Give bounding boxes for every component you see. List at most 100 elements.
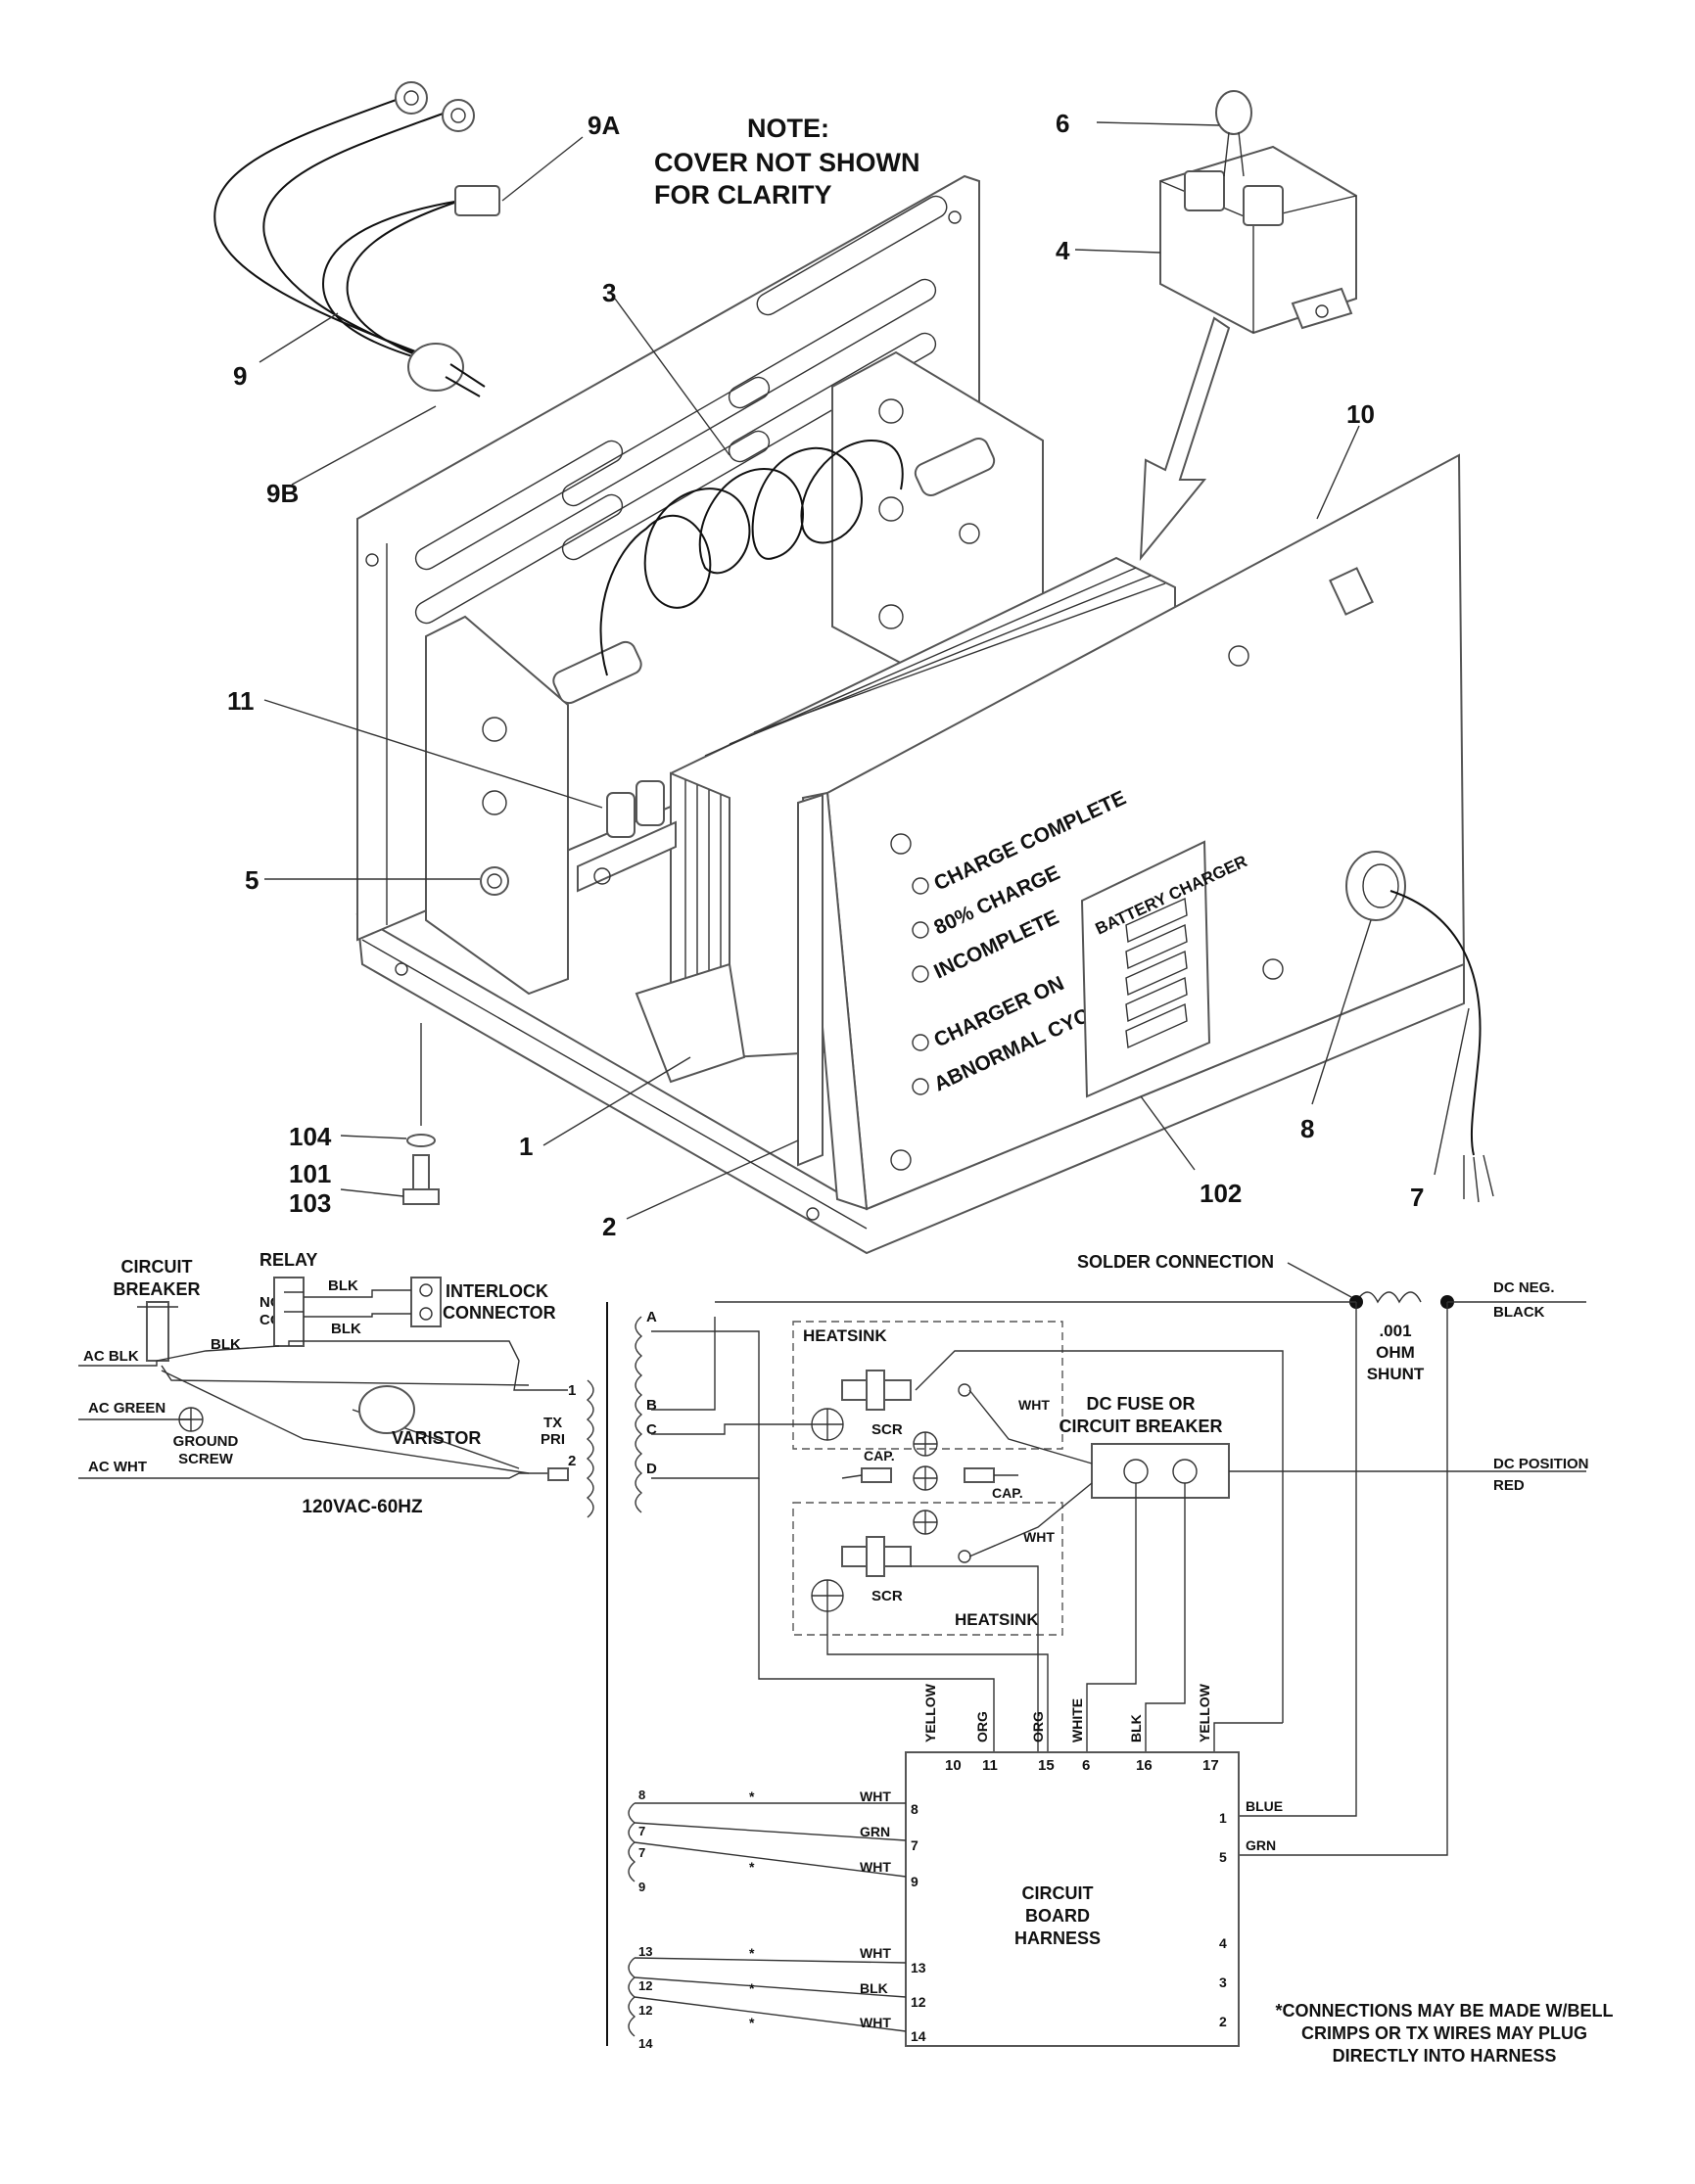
scr-top <box>841 1370 971 1411</box>
varistor-label: VARISTOR <box>392 1428 481 1448</box>
tx-label-1: TX <box>543 1415 562 1431</box>
dc-schematic: SOLDER CONNECTION DC NEG. BLACK .001 OHM… <box>628 1252 1614 2066</box>
top-wire-pin: 15 <box>1038 1757 1055 1774</box>
supply-voltage-label: 120VAC-60HZ <box>302 1497 423 1517</box>
relay-label: RELAY <box>259 1250 317 1270</box>
left-wire-star: * <box>749 1789 755 1804</box>
hex-nut <box>480 866 509 896</box>
callout-9: 9 <box>233 361 247 391</box>
dc-fuse-symbol <box>1091 1443 1230 1499</box>
ground-screw-label-2: SCREW <box>178 1451 234 1467</box>
top-wire-color: YELLOW <box>922 1683 938 1743</box>
dc-position-label: DC POSITION <box>1493 1456 1589 1472</box>
tap-d: D <box>646 1461 657 1477</box>
right-pin: 5 <box>1219 1849 1227 1865</box>
harness-title-2: BOARD <box>1025 1906 1090 1926</box>
top-wire-color: ORG <box>1030 1711 1046 1743</box>
circuit-breaker-label-2: BREAKER <box>113 1279 200 1299</box>
tap-b: B <box>646 1397 657 1414</box>
left-wire-tap: 12 <box>638 1978 652 1993</box>
cap-2-label: CAP. <box>992 1485 1023 1501</box>
right-pin: 3 <box>1219 1975 1227 1990</box>
callout-numbers: 9A 6 3 4 9 9B 10 11 5 104 101 103 1 2 10… <box>227 109 1424 1241</box>
callout-10: 10 <box>1346 399 1375 429</box>
leader-lines <box>259 121 1470 1220</box>
left-wire-color: WHT <box>860 1945 891 1961</box>
dc-output-cable <box>1389 890 1494 1203</box>
callout-5: 5 <box>245 865 259 895</box>
callout-3: 3 <box>602 278 616 307</box>
ac-schematic: CIRCUIT BREAKER RELAY BLK NO COM BLK INT… <box>78 1250 594 1518</box>
callout-1: 1 <box>519 1132 533 1161</box>
heatsink-top-label: HEATSINK <box>803 1326 887 1345</box>
callout-103: 103 <box>289 1188 331 1218</box>
shunt-label-1: .001 <box>1379 1322 1411 1340</box>
front-panel: CHARGE COMPLETE 80% CHARGE INCOMPLETE CH… <box>801 453 1466 1211</box>
callout-104: 104 <box>289 1122 332 1151</box>
left-wire-tap: 8 <box>638 1788 645 1802</box>
relay-blk-ac-label: BLK <box>211 1336 241 1353</box>
lead-connector-9a <box>454 185 500 216</box>
left-wire-tap: 13 <box>638 1944 652 1959</box>
wht-bottom-label: WHT <box>1023 1529 1055 1545</box>
left-wire-color: WHT <box>860 1789 891 1804</box>
shunt-label-3: SHUNT <box>1367 1365 1425 1383</box>
circuit-board-harness <box>905 1751 1240 2047</box>
dc-neg-label: DC NEG. <box>1493 1279 1555 1296</box>
harness-title-3: HARNESS <box>1014 1928 1101 1948</box>
tap-a: A <box>646 1309 657 1325</box>
relay-assembly <box>1159 90 1357 335</box>
top-wire-pin: 6 <box>1082 1757 1090 1774</box>
heatsink-top-box <box>792 1321 1063 1450</box>
front-scr-bracket <box>425 615 642 996</box>
top-wire-color: YELLOW <box>1197 1683 1212 1743</box>
ground-screw-label-1: GROUND <box>173 1433 239 1450</box>
left-wire-pin: 8 <box>911 1801 918 1817</box>
left-wire-tap: 7 <box>638 1824 645 1838</box>
callout-6: 6 <box>1056 109 1069 138</box>
callout-9a: 9A <box>588 111 620 140</box>
callout-7: 7 <box>1410 1183 1424 1212</box>
left-wire-tap: 9 <box>638 1880 645 1894</box>
shunt-coil <box>1355 1291 1422 1304</box>
right-pin-wire: BLUE <box>1246 1798 1283 1814</box>
harness-title-1: CIRCUIT <box>1022 1883 1094 1903</box>
varistor-symbol <box>358 1385 415 1434</box>
scr-top-label: SCR <box>871 1421 903 1438</box>
fuse-label-2: CIRCUIT BREAKER <box>1059 1417 1222 1436</box>
left-wire-tap: 12 <box>638 2003 652 2018</box>
top-wire-color: ORG <box>974 1711 990 1743</box>
left-wire-star: * <box>749 1980 755 1996</box>
left-wire-pin: 12 <box>911 1994 926 2010</box>
strain-relief-grommet <box>1345 851 1406 921</box>
left-wire-pin: 9 <box>911 1874 918 1889</box>
terminal-block <box>577 780 677 893</box>
right-pin-wire: GRN <box>1246 1837 1276 1853</box>
side-rail <box>797 793 824 1167</box>
callout-101: 101 <box>289 1159 331 1188</box>
insertion-arrow <box>1139 316 1231 562</box>
relay-blk-mid-label: BLK <box>331 1321 361 1337</box>
left-wire-pin: 13 <box>911 1960 926 1975</box>
interlock-label-2: CONNECTOR <box>443 1303 556 1323</box>
solder-connection-label: SOLDER CONNECTION <box>1077 1252 1274 1272</box>
tx-label-2: PRI <box>541 1431 565 1448</box>
left-wire-star: * <box>749 1859 755 1875</box>
left-wire-color: WHT <box>860 2015 891 2030</box>
left-wire-pin: 7 <box>911 1837 918 1853</box>
coiled-wire <box>599 439 904 676</box>
footnote-line-1: *CONNECTIONS MAY BE MADE W/BELL <box>1275 2001 1613 2021</box>
left-wire-star: * <box>749 1945 755 1961</box>
right-pin: 1 <box>1219 1810 1227 1826</box>
cap-1-label: CAP. <box>864 1448 895 1464</box>
black-label: BLACK <box>1493 1304 1545 1321</box>
tx-secondary-coil <box>635 1316 643 1513</box>
top-wire-pin: 16 <box>1136 1757 1153 1774</box>
interlock-label-1: INTERLOCK <box>446 1281 548 1301</box>
ac-green-label: AC GREEN <box>88 1400 165 1417</box>
bolt-head <box>402 1188 440 1205</box>
callout-4: 4 <box>1056 236 1070 265</box>
left-wire-star: * <box>749 2015 755 2030</box>
left-wire-color: WHT <box>860 1859 891 1875</box>
